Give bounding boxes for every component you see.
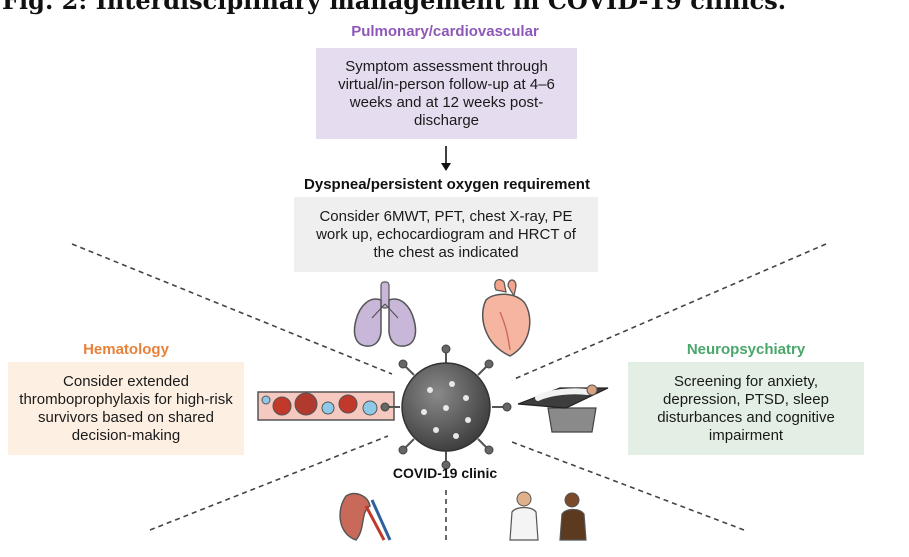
lungs-icon: [353, 281, 417, 347]
pulmonary-box: Symptom assessment through virtual/in-pe…: [316, 48, 577, 139]
dyspnea-box: Consider 6MWT, PFT, chest X-ray, PE work…: [294, 197, 598, 272]
patient-bed-icon: [517, 384, 609, 433]
hematology-heading: Hematology: [83, 341, 169, 358]
section-dividers: [71, 243, 827, 540]
people-icon: [509, 491, 587, 541]
dyspnea-heading: Dyspnea/persistent oxygen requirement: [304, 176, 590, 193]
pulmonary-heading: Pulmonary/cardiovascular: [351, 23, 539, 40]
dyspnea-text: Consider 6MWT, PFT, chest X-ray, PE work…: [316, 207, 576, 261]
hematology-text: Consider extended thromboprophylaxis for…: [19, 372, 233, 444]
down-arrow-icon: [441, 146, 451, 171]
figure-title: Fig. 2: Interdisciplinary management in …: [2, 0, 787, 15]
pulmonary-text: Symptom assessment through virtual/in-pe…: [338, 57, 555, 129]
neuropsychiatry-box: Screening for anxiety, depression, PTSD,…: [628, 362, 864, 455]
covid-clinic-label: COVID-19 clinic: [392, 465, 498, 481]
hematology-box: Consider extended thromboprophylaxis for…: [8, 362, 244, 455]
virus-icon: [380, 344, 512, 470]
kidney-icon: [339, 492, 392, 541]
blood-vessel-icon: [257, 391, 395, 421]
neuropsychiatry-heading: Neuropsychiatry: [686, 341, 806, 358]
heart-icon: [482, 278, 531, 357]
neuropsychiatry-text: Screening for anxiety, depression, PTSD,…: [657, 372, 835, 444]
